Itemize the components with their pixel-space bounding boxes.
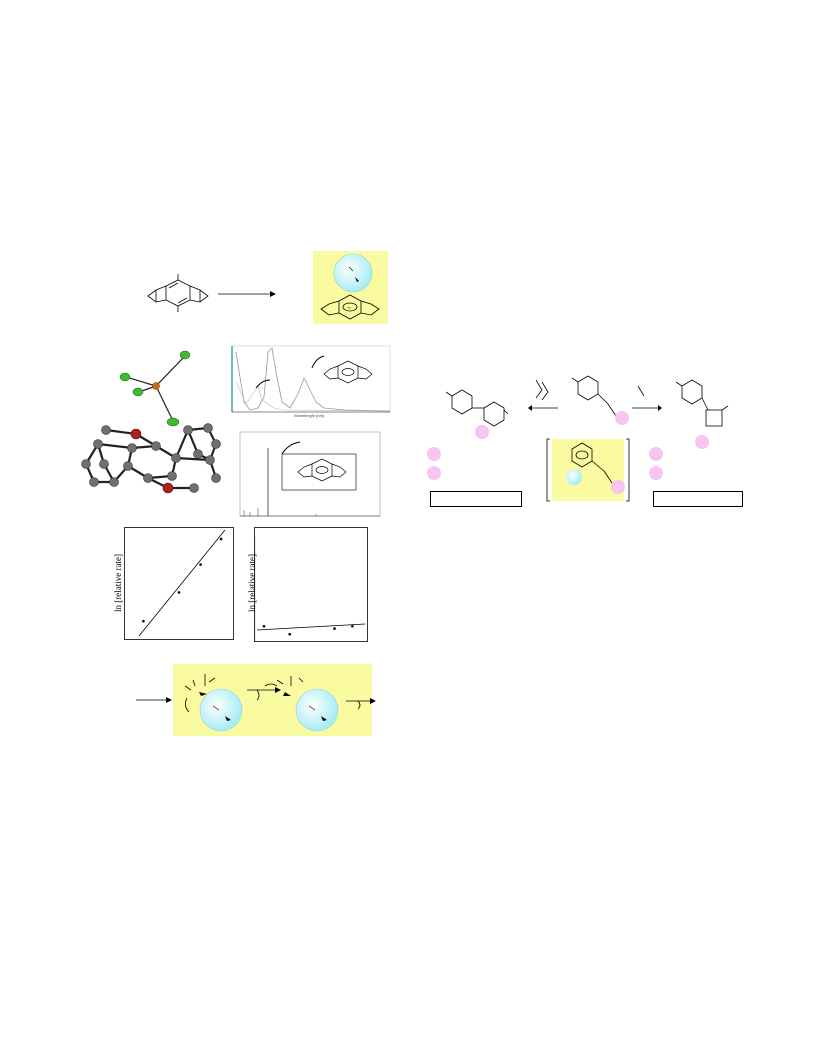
plot-data-point xyxy=(333,627,336,630)
bottom-reaction-arrow-icon xyxy=(136,695,172,705)
reverse-arrow-icon xyxy=(528,378,560,414)
mass-spectrum-panel xyxy=(236,428,386,522)
hammett-plot-left xyxy=(124,527,234,640)
ortep-metal-chloride-structure xyxy=(112,346,198,428)
substituent-marker-icon xyxy=(427,447,441,461)
left-substituent-markers xyxy=(426,446,442,482)
cation-sphere-icon xyxy=(199,688,243,732)
plot-left-ylabel: ln [relative rate] xyxy=(113,554,123,612)
plot-data-point xyxy=(199,563,202,566)
hammett-plot-right xyxy=(254,527,368,642)
cyclobutane-product-structure xyxy=(674,376,734,450)
uv-vis-xlabel: Wavelength (nm) xyxy=(294,413,325,418)
cation-sphere-icon xyxy=(566,469,582,485)
cation-radical-box: +• xyxy=(313,251,388,324)
substituent-marker-icon xyxy=(427,466,441,480)
intermediate-bracket xyxy=(546,437,630,503)
ortep-arene-structure xyxy=(76,420,228,500)
bottom-trailing-arrow-icon xyxy=(346,695,376,711)
substituent-marker-icon xyxy=(475,425,489,439)
reaction-arrow-icon xyxy=(218,289,276,299)
plot-data-point xyxy=(351,625,354,628)
substituent-marker-icon xyxy=(695,435,709,449)
cation-sphere-icon xyxy=(295,688,339,732)
plot-right-ylabel: ln [relative rate] xyxy=(247,554,257,612)
plot-data-point xyxy=(219,537,223,541)
plot-data-point xyxy=(142,619,145,623)
electron-transfer-box xyxy=(173,664,372,736)
plot-data-point xyxy=(177,591,181,594)
svg-text:+•: +• xyxy=(347,305,351,310)
forward-arrow-icon xyxy=(630,382,662,412)
uv-vis-spectrum-panel: Wavelength (nm) xyxy=(224,342,392,424)
substituent-marker-icon xyxy=(611,480,625,494)
plot-data-point xyxy=(262,625,266,628)
substituent-marker-icon xyxy=(649,447,663,461)
plot-data-point xyxy=(288,632,291,636)
substituent-marker-icon xyxy=(615,411,629,425)
diels-alder-product-structure xyxy=(442,382,518,444)
starting-arene-structure xyxy=(138,272,212,318)
right-substituent-markers xyxy=(648,446,664,482)
substituent-marker-icon xyxy=(649,466,663,480)
styrene-substrate-structure xyxy=(570,372,632,426)
left-result-box xyxy=(430,491,522,507)
right-result-box xyxy=(653,491,743,507)
cation-sphere-icon xyxy=(333,253,373,293)
